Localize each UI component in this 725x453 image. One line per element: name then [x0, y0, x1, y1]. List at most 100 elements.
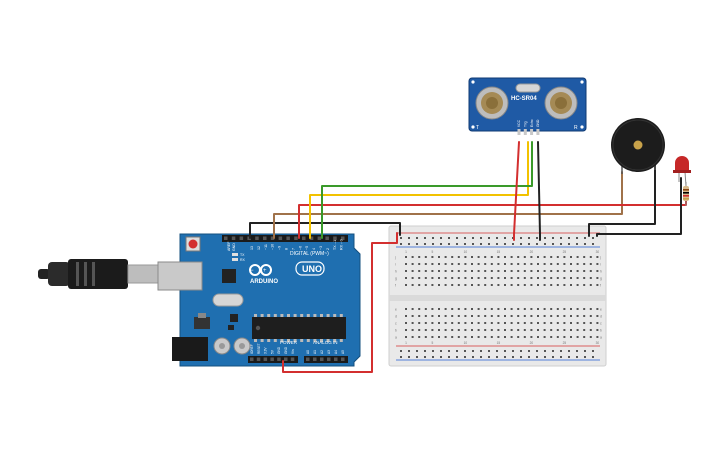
analog-pin-label: A4 [334, 350, 338, 354]
wire-black-led [596, 177, 682, 237]
wire-yellow-trig [309, 141, 529, 239]
svg-text:+: + [263, 268, 267, 274]
sensor-pin-label: GND [536, 119, 540, 127]
row-letter: j [599, 256, 601, 260]
tx-label: TX [240, 253, 245, 257]
digital-pin-label: ~3 [319, 246, 323, 250]
row-letter: f [395, 284, 396, 288]
power-pin-label: Vin [291, 349, 295, 354]
column-number: 25 [563, 250, 567, 254]
column-number: 25 [563, 341, 567, 345]
dc-jack [172, 337, 208, 361]
wire-black-sensor-gnd [537, 141, 541, 241]
column-number: 15 [497, 341, 501, 345]
atmega-chip [252, 317, 346, 339]
row-letter: d [600, 315, 602, 319]
row-letter: j [394, 256, 396, 260]
aref-label: AREF [227, 242, 231, 251]
row-letter: h [395, 270, 397, 274]
row-letter: e [600, 308, 602, 312]
analog-pin-label: A1 [313, 350, 317, 354]
sensor-crystal [515, 83, 541, 93]
row-letter: e [395, 308, 397, 312]
digital-pin-label: ~9 [278, 246, 282, 250]
rx-led [232, 258, 238, 261]
column-number: 20 [530, 250, 534, 254]
regulator [194, 317, 210, 329]
row-letter: c [395, 322, 397, 326]
power-pin-label: GND [284, 346, 288, 354]
wires[interactable] [249, 141, 687, 373]
column-number: 1 [405, 250, 407, 254]
wire-green-echo [321, 141, 533, 239]
gnd-label: GND [232, 243, 236, 251]
analog-header [304, 356, 348, 363]
digital-label: DIGITAL (PWM~) [290, 251, 329, 257]
row-letter: a [395, 336, 397, 340]
row-letter: i [600, 263, 601, 267]
analog-label: ANALOG IN [313, 340, 338, 345]
row-letter: f [600, 284, 601, 288]
digital-pin-label: ~11 [264, 244, 268, 250]
sensor-pin-label: Trig [524, 121, 528, 127]
crystal [212, 293, 244, 307]
analog-pin-label: A2 [320, 350, 324, 354]
usb-cable[interactable] [38, 259, 159, 289]
column-number: 30 [596, 250, 600, 254]
digital-pin-label: 12 [257, 246, 261, 250]
wire-red-5v [282, 232, 398, 373]
tx-led [232, 253, 238, 256]
usb-port [157, 261, 203, 291]
column-number: 15 [497, 250, 501, 254]
column-number: 5 [432, 250, 434, 254]
power-label: POWER [280, 340, 298, 345]
row-letter: i [395, 263, 396, 267]
row-letter: g [600, 277, 602, 281]
digital-pin-label: TX→1 [333, 240, 337, 250]
row-letter: h [600, 270, 602, 274]
digital-pin-label: 13 [250, 246, 254, 250]
analog-pin-label: A5 [341, 350, 345, 354]
wire-red-vcc [513, 141, 520, 241]
digital-pin-label: 2 [326, 248, 330, 250]
arduino-logo: − + [249, 264, 272, 276]
digital-header [222, 235, 348, 242]
sensor-model: HC-SR04 [511, 96, 537, 102]
row-letter: d [395, 315, 397, 319]
digital-pin-label: 8 [285, 248, 289, 250]
piezo-buzzer[interactable] [611, 118, 665, 174]
power-pin-label: GND [277, 346, 281, 354]
column-number: 30 [596, 341, 600, 345]
power-pin-label: 5V [270, 349, 274, 354]
power-pin-label: RESET [257, 343, 261, 354]
column-number: 20 [530, 341, 534, 345]
digital-pin-label: ~5 [305, 246, 309, 250]
column-number: 10 [464, 341, 468, 345]
digital-pin-label: 7 [291, 248, 295, 250]
digital-pin-label: RX←0 [340, 239, 344, 250]
wire-black-buzzer [588, 164, 656, 237]
column-number: 5 [432, 341, 434, 345]
resistor[interactable] [683, 182, 689, 206]
row-letter: b [395, 329, 397, 333]
power-pin-label: 3.3V [264, 347, 268, 354]
sensor-pin-label: VCC [517, 119, 521, 127]
sensor-t-mark: T [476, 125, 479, 131]
brand-label: ARDUINO [250, 279, 278, 285]
digital-pin-label: 4 [312, 248, 316, 250]
svg-text:−: − [250, 268, 254, 274]
sensor-pin-label: Echo [530, 119, 534, 127]
power-pin-label: IOREF [250, 344, 254, 354]
row-letter: a [600, 336, 602, 340]
analog-pin-label: A3 [327, 350, 331, 354]
sensor-r-mark: R [574, 125, 578, 131]
digital-pin-label: ~6 [298, 246, 302, 250]
rx-label: RX [240, 258, 246, 262]
analog-pin-label: A0 [306, 350, 310, 354]
wire-brown-buzzer [273, 171, 623, 239]
row-letter: g [395, 277, 397, 281]
